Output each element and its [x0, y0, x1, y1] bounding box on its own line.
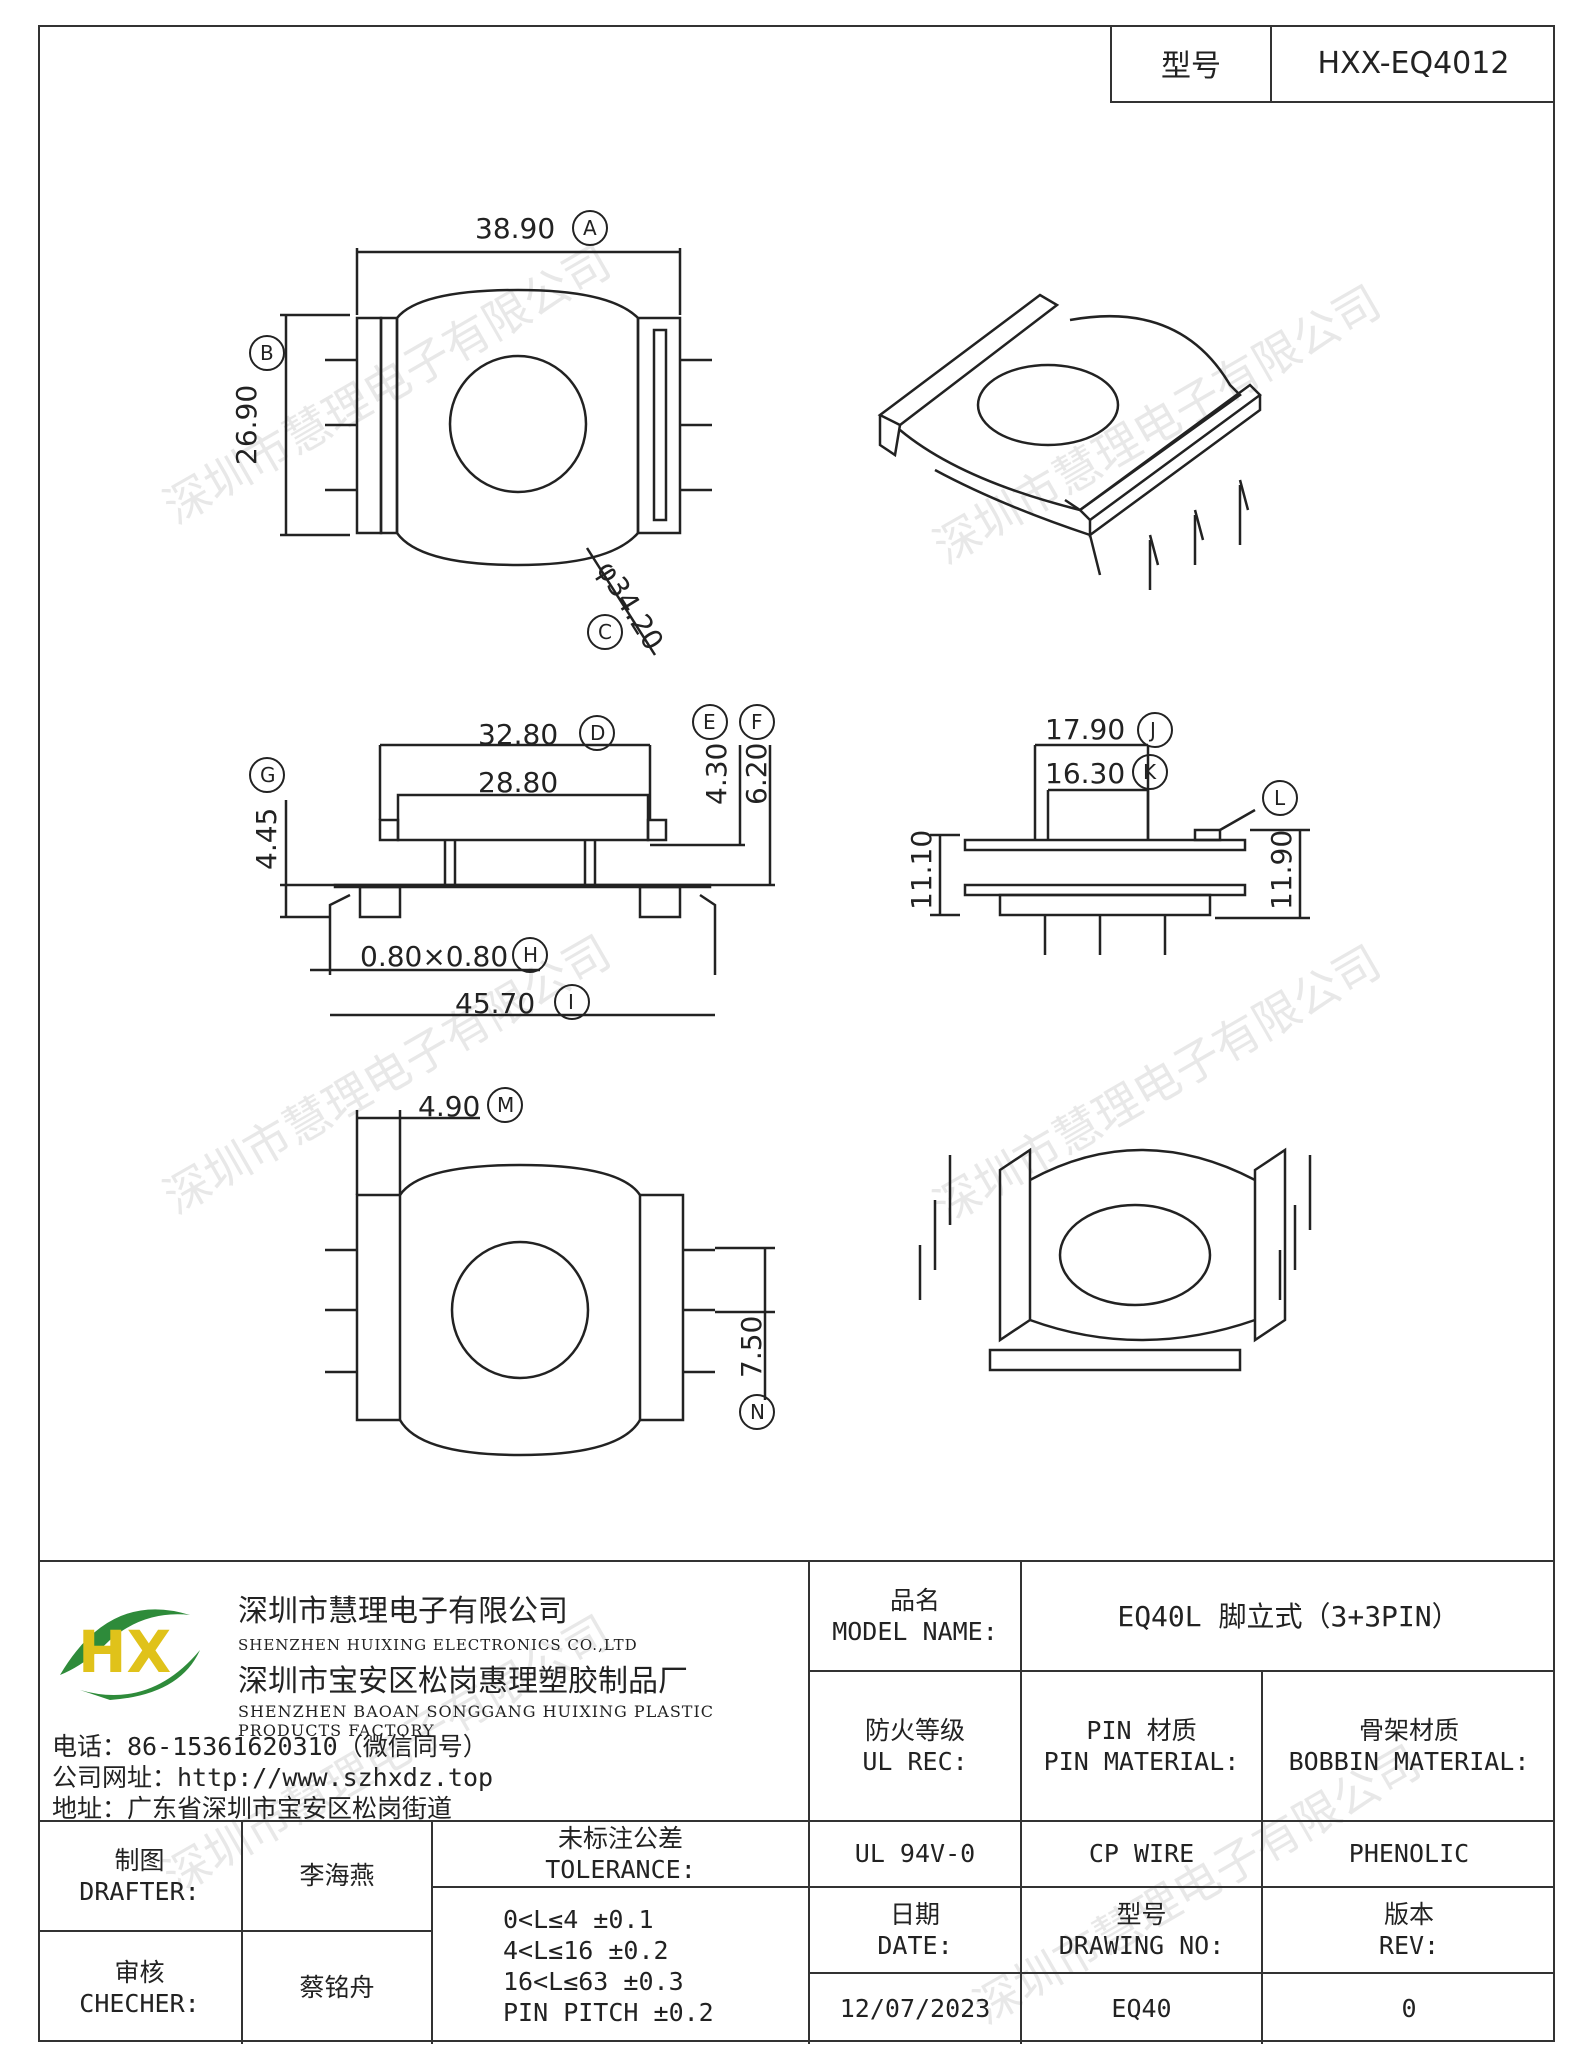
drawing-no-value: EQ40 — [1022, 1974, 1263, 2044]
ul-rec-value: UL 94V-0 — [810, 1822, 1022, 1888]
balloon-N: N — [750, 1400, 765, 1424]
side-view — [930, 743, 1310, 955]
bobbin-material-label: 骨架材质 BOBBIN MATERIAL: — [1263, 1672, 1555, 1822]
dim-D: 32.80 — [478, 718, 559, 751]
factory-name-cn: 深圳市宝安区松岗惠理塑胶制品厂 — [238, 1664, 688, 1699]
tolerance-line: 16<L≤63 ±0.3 — [503, 1967, 684, 1996]
checker-label: 审核 CHECHER: — [38, 1932, 243, 2044]
isometric-view-top — [877, 293, 1262, 590]
balloon-D: D — [590, 721, 606, 745]
drafter-label: 制图 DRAFTER: — [38, 1822, 243, 1932]
tolerance-line: 4<L≤16 ±0.2 — [503, 1935, 669, 1965]
tolerance-line: 0<L≤4 ±0.1 — [503, 1904, 654, 1934]
balloon-E: E — [703, 710, 716, 734]
checker-name: 蔡铭舟 — [243, 1932, 433, 2044]
pin-material-label: PIN 材质 PIN MATERIAL: — [1022, 1672, 1263, 1822]
balloon-G: G — [260, 763, 276, 787]
company-address: 地址：广东省深圳市宝安区松岗街道 — [52, 1794, 453, 1823]
balloon-K: K — [1143, 760, 1157, 784]
balloon-F: F — [751, 710, 763, 734]
balloon-A: A — [583, 216, 597, 240]
dim-F: 6.20 — [740, 742, 773, 805]
dim-G: 4.45 — [250, 807, 283, 870]
dim-J: 17.90 — [1045, 713, 1126, 746]
date-label: 日期 DATE: — [810, 1888, 1022, 1974]
top-view — [280, 248, 712, 656]
balloon-C: C — [598, 620, 612, 644]
drafter-name: 李海燕 — [243, 1822, 433, 1932]
bottom-view — [325, 1110, 775, 1457]
pin-material-value: CP WIRE — [1022, 1822, 1263, 1888]
isometric-view-bottom — [918, 1147, 1312, 1372]
dim-D-inner: 28.80 — [478, 766, 559, 799]
tolerance-label: 未标注公差 TOLERANCE: — [433, 1822, 810, 1888]
company-info: HX 深圳市慧理电子有限公司 SHENZHEN HUIXING ELECTRON… — [38, 1562, 810, 1823]
company-name-en: SHENZHEN HUIXING ELECTRONICS CO.,LTD — [238, 1636, 638, 1654]
tolerance-values: 0<L≤4 ±0.1 4<L≤16 ±0.2 16<L≤63 ±0.3 PIN … — [433, 1888, 810, 2044]
balloon-J: J — [1150, 718, 1156, 742]
model-value: HXX-EQ4012 — [1317, 45, 1510, 81]
dim-A: 38.90 — [475, 212, 556, 245]
company-logo: HX — [60, 1609, 200, 1700]
tolerance-line: PIN PITCH ±0.2 — [503, 1998, 714, 2028]
dim-L-left: 11.10 — [905, 829, 938, 910]
model-number-box: 型号 HXX-EQ4012 — [1110, 25, 1555, 103]
title-block: HX 深圳市慧理电子有限公司 SHENZHEN HUIXING ELECTRON… — [38, 1560, 1555, 2044]
balloon-M: M — [497, 1093, 515, 1117]
drawing-sheet-border — [38, 25, 1555, 2042]
rev-label: 版本 REV: — [1263, 1888, 1555, 1974]
technical-drawing — [249, 210, 1312, 1457]
model-label: 型号 — [1112, 25, 1272, 101]
model-name-value: EQ40L 脚立式（3+3PIN） — [1022, 1562, 1555, 1672]
balloon-L: L — [1274, 786, 1286, 810]
drawing-no-label: 型号 DRAWING NO: — [1022, 1888, 1263, 1974]
balloon-I: I — [568, 990, 574, 1014]
dim-E: 4.30 — [700, 742, 733, 805]
company-name-cn: 深圳市慧理电子有限公司 — [238, 1594, 568, 1629]
dim-I: 45.70 — [455, 987, 536, 1020]
balloon-markers — [249, 210, 1298, 1430]
dim-K: 16.30 — [1045, 757, 1126, 790]
dim-B: 26.90 — [230, 384, 263, 465]
model-name-label: 品名 MODEL NAME: — [810, 1562, 1022, 1672]
rev-value: 0 — [1401, 1994, 1417, 2024]
company-website: 公司网址：http://www.szhxdz.top — [52, 1763, 494, 1792]
dim-H: 0.80×0.80 — [360, 940, 509, 973]
front-view — [280, 743, 775, 1017]
dim-N: 7.50 — [735, 1315, 768, 1378]
bobbin-material-value: PHENOLIC — [1263, 1822, 1555, 1888]
dim-M: 4.90 — [418, 1090, 481, 1123]
balloon-H: H — [523, 943, 539, 967]
svg-text:HX: HX — [78, 1618, 171, 1686]
factory-name-en: SHENZHEN BAOAN SONGGANG HUIXING PLASTIC … — [238, 1702, 715, 1740]
date-value: 12/07/2023 — [810, 1974, 1022, 2044]
ul-rec-label: 防火等级 UL REC: — [810, 1672, 1022, 1822]
company-phone: 电话：86-15361620310（微信同号） — [52, 1732, 488, 1761]
dim-L-right: 11.90 — [1265, 829, 1298, 910]
balloon-B: B — [260, 341, 274, 365]
